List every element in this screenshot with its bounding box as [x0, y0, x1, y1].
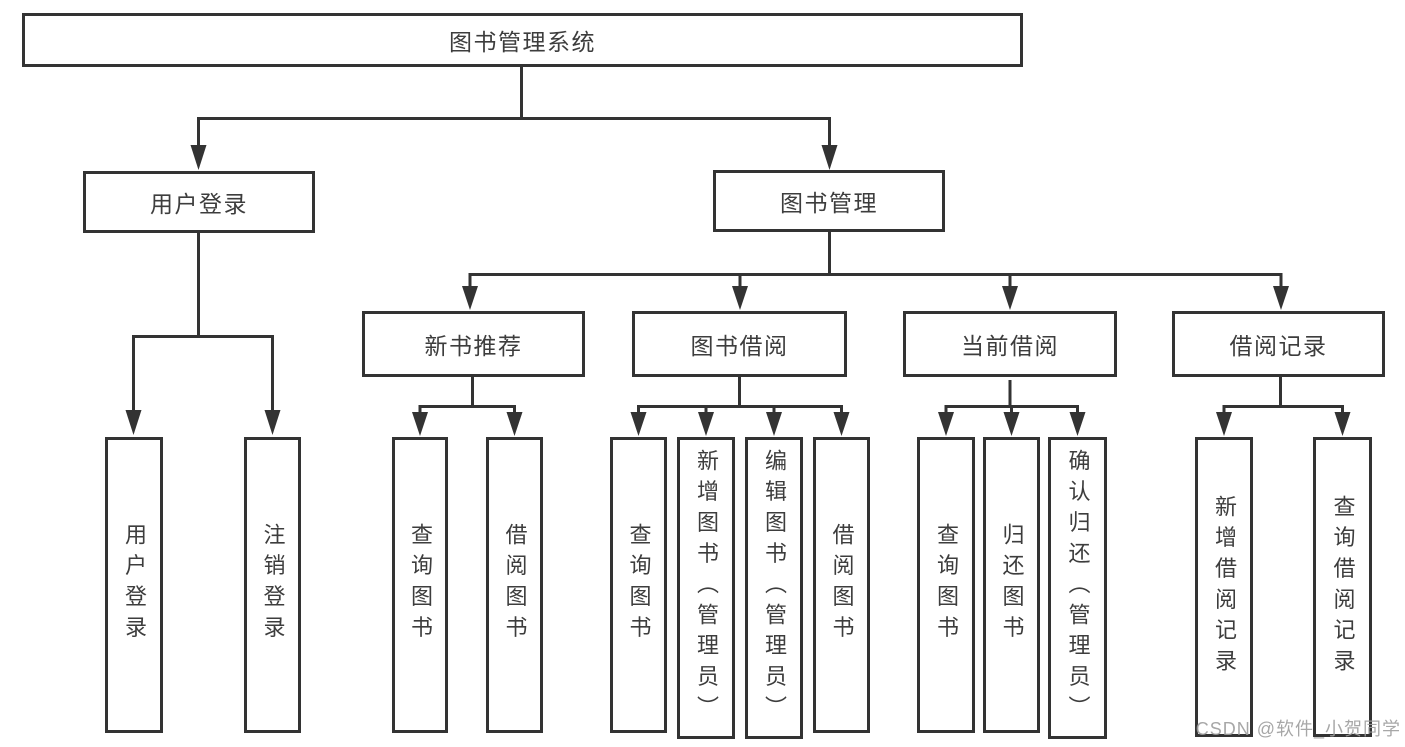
leaf-return-books: 归还图书: [983, 437, 1040, 733]
connector-paths: [132, 67, 1344, 414]
leaf-confirm-return-admin: 确认归还（管理员）: [1048, 437, 1107, 739]
leaf-borrow-query-books: 查询图书: [610, 437, 667, 733]
arrowheads: [125, 145, 1351, 436]
node-current-borrow: 当前借阅: [903, 311, 1117, 377]
leaf-borrow-borrow-books: 借阅图书: [813, 437, 870, 733]
node-user-login: 用户登录: [83, 171, 315, 233]
leaf-edit-books-admin: 编辑图书（管理员）: [745, 437, 803, 739]
node-root: 图书管理系统: [22, 13, 1023, 67]
node-new-book-recommend: 新书推荐: [362, 311, 585, 377]
leaf-recommend-borrow-books: 借阅图书: [486, 437, 543, 733]
node-book-borrow: 图书借阅: [632, 311, 847, 377]
leaf-current-query-books: 查询图书: [917, 437, 975, 733]
leaf-add-borrow-record: 新增借阅记录: [1195, 437, 1253, 737]
node-borrow-records: 借阅记录: [1172, 311, 1385, 377]
leaf-recommend-query-books: 查询图书: [392, 437, 448, 733]
node-book-management: 图书管理: [713, 170, 945, 232]
leaf-add-books-admin: 新增图书（管理员）: [677, 437, 735, 739]
leaf-logout: 注销登录: [244, 437, 301, 733]
leaf-user-login: 用户登录: [105, 437, 163, 733]
leaf-query-borrow-record: 查询借阅记录: [1313, 437, 1372, 737]
csdn-watermark: CSDN @软件_小贺同学: [1195, 719, 1401, 739]
